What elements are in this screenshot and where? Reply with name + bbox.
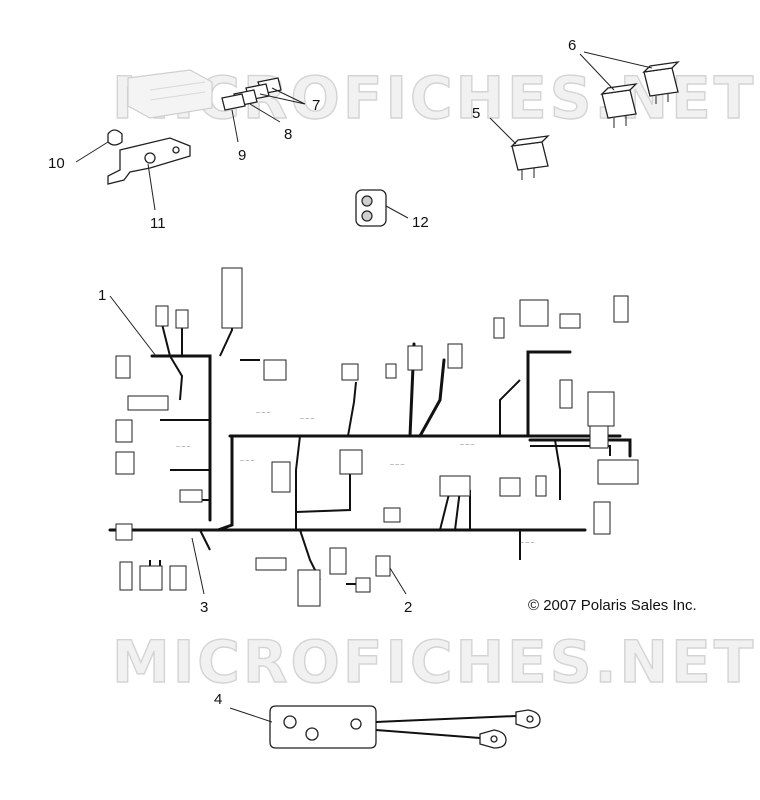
callout-1: 1: [98, 287, 106, 304]
callout-12: 12: [412, 214, 429, 231]
callout-8: 8: [284, 126, 292, 143]
relay-6b-icon: [642, 61, 680, 104]
svg-text:— — —: — — —: [176, 444, 191, 449]
callout-4: 4: [214, 691, 222, 708]
copyright-text: © 2007 Polaris Sales Inc.: [528, 597, 697, 614]
connector-2-icon: [346, 555, 391, 593]
bolt-icon: [107, 129, 123, 146]
callout-2: 2: [404, 599, 412, 616]
svg-text:— — —: — — —: [520, 540, 535, 545]
battery-cable-icon: [269, 705, 541, 749]
callout-7: 7: [312, 97, 320, 114]
relay-6a-icon: [600, 83, 638, 128]
svg-text:— — —: — — —: [300, 416, 315, 421]
callout-11: 11: [150, 215, 166, 232]
fuse-block-icon: [127, 69, 213, 119]
callout-9: 9: [238, 147, 246, 164]
callout-6: 6: [568, 37, 576, 54]
callout-3: 3: [200, 599, 208, 616]
watermark-bottom: MICROFICHES.NET: [112, 628, 756, 696]
callout-5: 5: [472, 105, 480, 122]
bracket-icon: [107, 137, 191, 185]
svg-text:— — —: — — —: [390, 462, 405, 467]
switch-icon: [355, 189, 387, 227]
svg-text:— — —: — — —: [240, 458, 255, 463]
svg-text:— — —: — — —: [256, 410, 271, 415]
callout-10: 10: [48, 155, 65, 172]
fuse-9-icon: [221, 93, 246, 111]
wiring-harness-icon: — — — — — — — — — — — — — — — — — — — — …: [108, 267, 639, 607]
svg-text:— — —: — — —: [460, 442, 475, 447]
relay-icon: [510, 135, 550, 180]
